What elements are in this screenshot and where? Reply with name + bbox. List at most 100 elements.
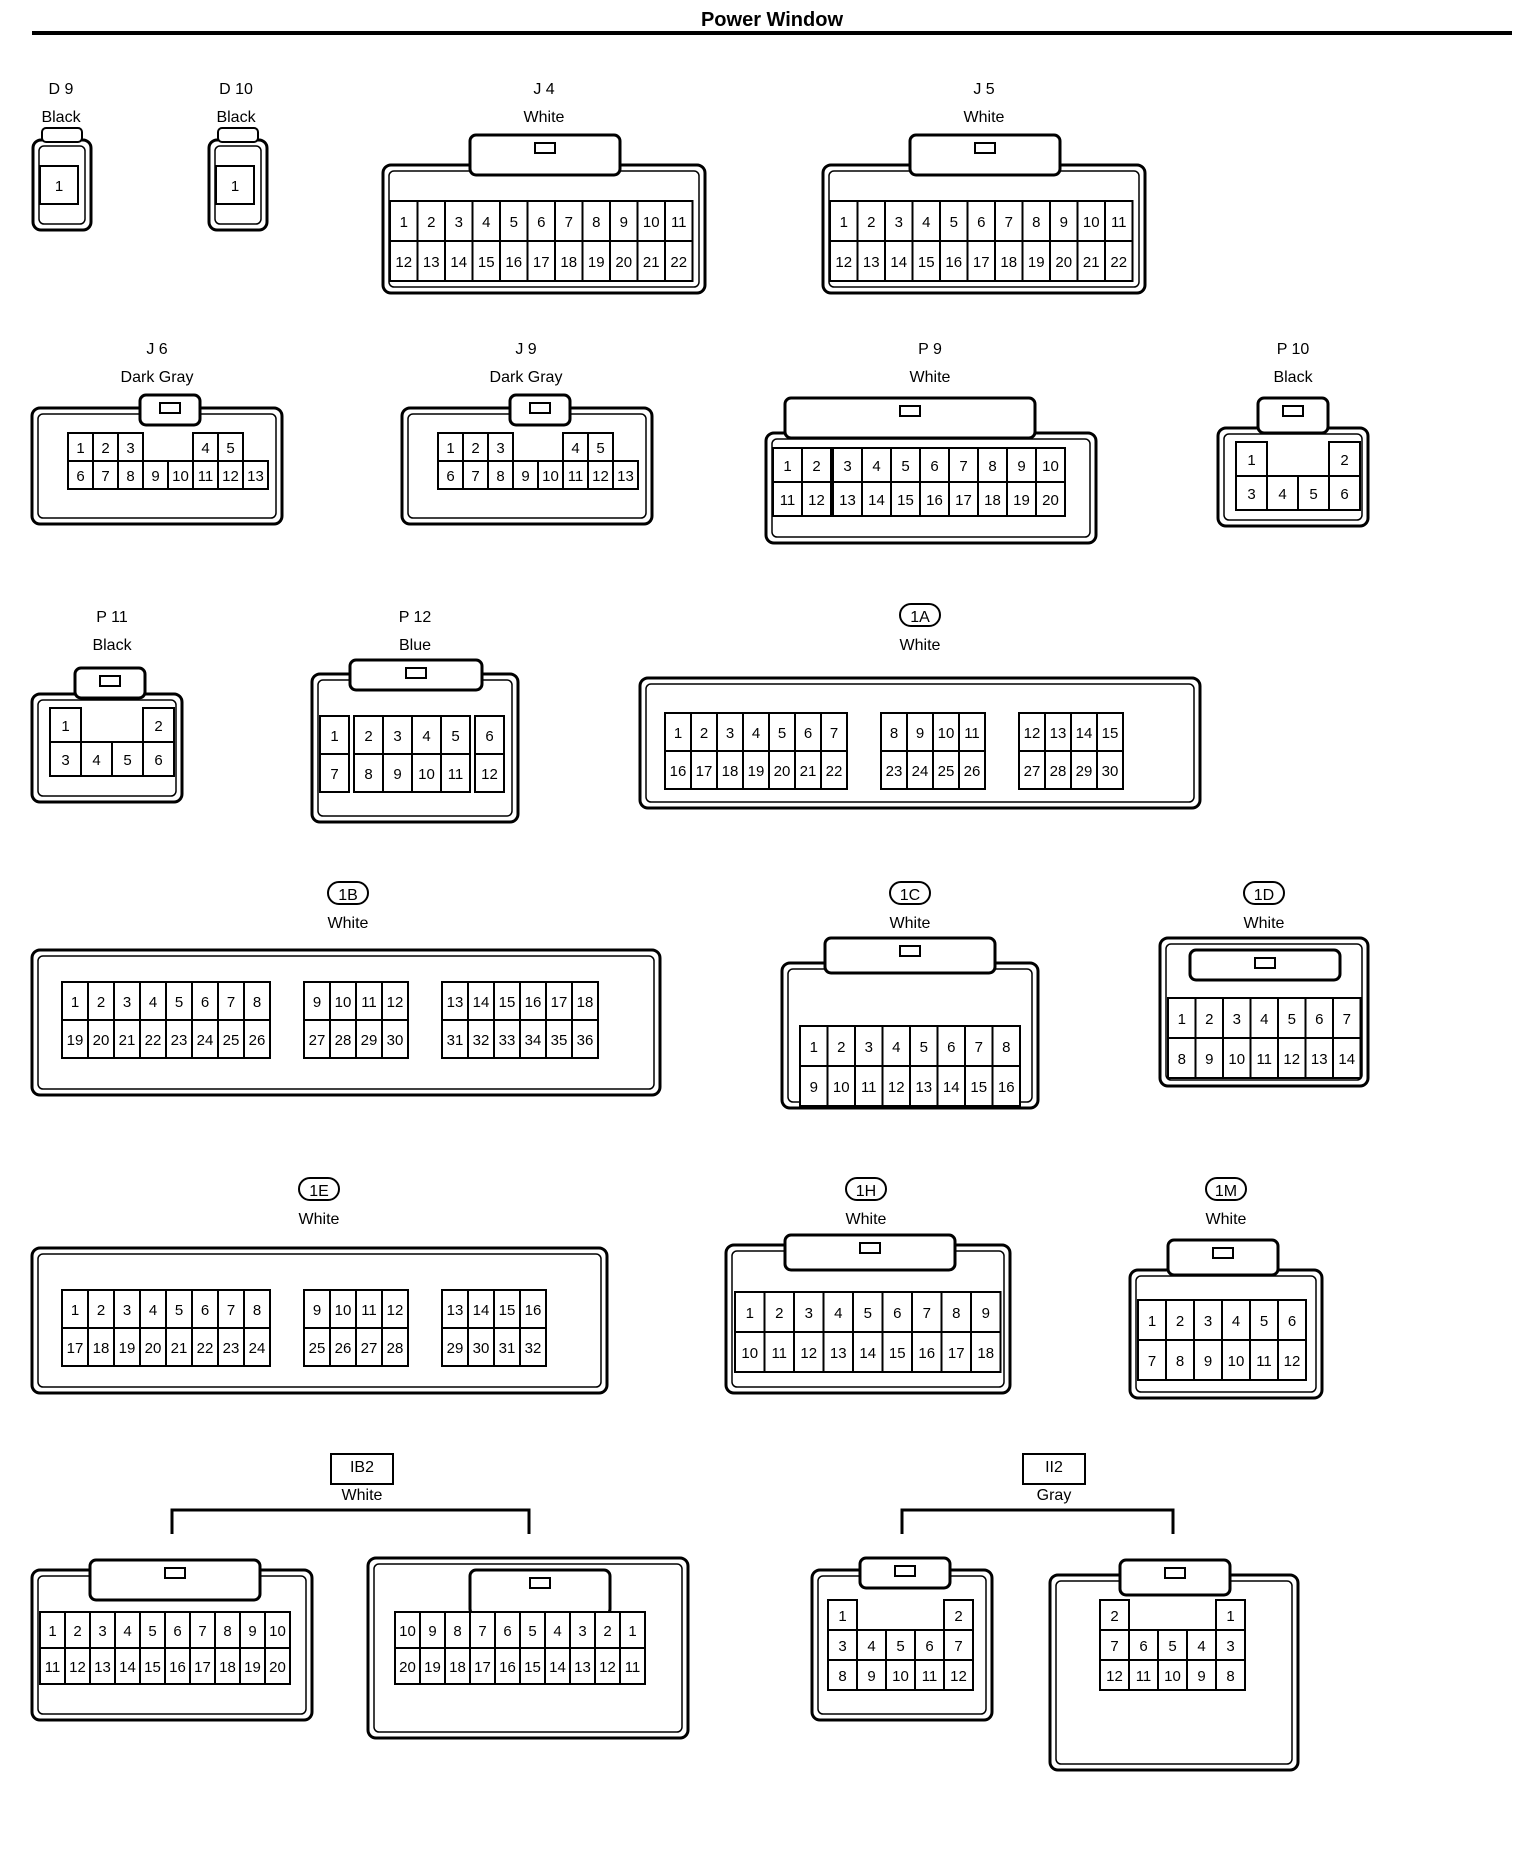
pin-number: 12: [387, 994, 404, 1011]
pin-number: 2: [1340, 452, 1348, 469]
pin-number: 3: [1247, 486, 1255, 503]
housing-inner: [37, 1253, 602, 1388]
pin-number: 12: [950, 1668, 967, 1685]
pin-number: 8: [1178, 1051, 1186, 1068]
pin-cell: [554, 200, 584, 242]
pin-number: 12: [1283, 1051, 1300, 1068]
connector-id: J 5: [973, 81, 994, 98]
pin-cell: [243, 1019, 271, 1059]
pin-number: 2: [867, 214, 875, 231]
pin-number: 2: [73, 1623, 81, 1640]
pin-number: 22: [670, 254, 687, 271]
pin-cell: [801, 481, 832, 517]
pin-number: 3: [496, 440, 504, 457]
pin-cell: [381, 981, 409, 1021]
pin-number: 11: [625, 1659, 641, 1676]
pin-number: 6: [537, 214, 545, 231]
pin-number: 4: [201, 440, 209, 457]
pin-cell: [217, 460, 244, 490]
pin-cell: [826, 1025, 856, 1067]
pin-number: 12: [592, 468, 609, 485]
pin-number: 5: [175, 1302, 183, 1319]
pin-cell: [355, 981, 383, 1021]
pin-cell: [1222, 997, 1252, 1039]
pin-number: 13: [863, 254, 880, 271]
pin-number: 15: [889, 1345, 906, 1362]
pin-number: 5: [451, 728, 459, 745]
pin-number: 13: [247, 468, 264, 485]
pin-cell: [394, 1647, 421, 1685]
pin-number: 13: [617, 468, 634, 485]
pin-cell: [355, 1019, 383, 1059]
pin-cell: [139, 1611, 166, 1649]
pin-number: 10: [269, 1623, 286, 1640]
pin-number: 13: [915, 1079, 932, 1096]
connector-color: Dark Gray: [121, 369, 194, 386]
pin-number: 13: [447, 994, 464, 1011]
pin-cell: [571, 981, 599, 1021]
pin-number: 12: [599, 1659, 616, 1676]
pin-number: 11: [1256, 1051, 1272, 1068]
pin-number: 3: [98, 1623, 106, 1640]
pin-cell: [619, 1647, 646, 1685]
pin-number: 14: [549, 1659, 566, 1676]
pin-cell: [217, 1289, 245, 1329]
pin-number: 14: [473, 994, 490, 1011]
pin-number: 33: [499, 1032, 516, 1049]
pin-cell: [444, 240, 474, 282]
pin-number: 8: [253, 1302, 261, 1319]
lock-latch: [974, 142, 996, 154]
pin-number: 3: [126, 440, 134, 457]
pin-number: 1: [76, 440, 84, 457]
pin-cell: [80, 741, 113, 777]
pin-number: 35: [551, 1032, 568, 1049]
pin-cell: [411, 715, 442, 755]
connector-id: 1B: [338, 887, 358, 904]
pin-number: 10: [1083, 214, 1100, 231]
pin-cell: [474, 715, 505, 755]
pin-number: 17: [955, 492, 972, 509]
pin-cell: [636, 240, 666, 282]
pin-cell: [1104, 240, 1134, 282]
pin-cell: [353, 753, 384, 793]
pin-cell: [1128, 1629, 1159, 1661]
pin-cell: [381, 1327, 409, 1367]
connector-code-badge: [845, 1177, 887, 1201]
pin-number: 18: [449, 1659, 466, 1676]
pin-number: 23: [886, 763, 903, 780]
pin-cell: [1215, 1659, 1246, 1691]
pin-cell: [519, 1289, 547, 1329]
pin-cell: [444, 1611, 471, 1649]
pin-number: 21: [119, 1032, 136, 1049]
pin-number: 9: [982, 1305, 990, 1322]
pin-cell: [303, 981, 331, 1021]
pin-number: 1: [746, 1305, 754, 1322]
connector-1a: 1AWhite116217318419520621722823924102511…: [638, 603, 1202, 810]
pin-number: 36: [577, 1032, 594, 1049]
pin-number: 7: [227, 1302, 235, 1319]
pin-cell: [609, 240, 639, 282]
pin-number: 7: [198, 1623, 206, 1640]
connector-color: Dark Gray: [490, 369, 563, 386]
pin-cell: [89, 1647, 116, 1685]
pin-cell: [1215, 1629, 1246, 1661]
pin-cell: [394, 1611, 421, 1649]
pin-number: 22: [145, 1032, 162, 1049]
connector-color: Gray: [1037, 1487, 1072, 1504]
pin-number: 4: [922, 214, 930, 231]
pin-number: 3: [865, 1039, 873, 1056]
pin-cell: [545, 1019, 573, 1059]
pin-cell: [994, 240, 1024, 282]
connector-id: II2: [1045, 1459, 1063, 1476]
pin-cell: [827, 1599, 858, 1631]
connector-housing: [30, 948, 662, 1097]
connector-id: D 9: [49, 81, 74, 98]
lock-latch: [529, 1577, 551, 1589]
pin-number: 11: [361, 994, 377, 1011]
